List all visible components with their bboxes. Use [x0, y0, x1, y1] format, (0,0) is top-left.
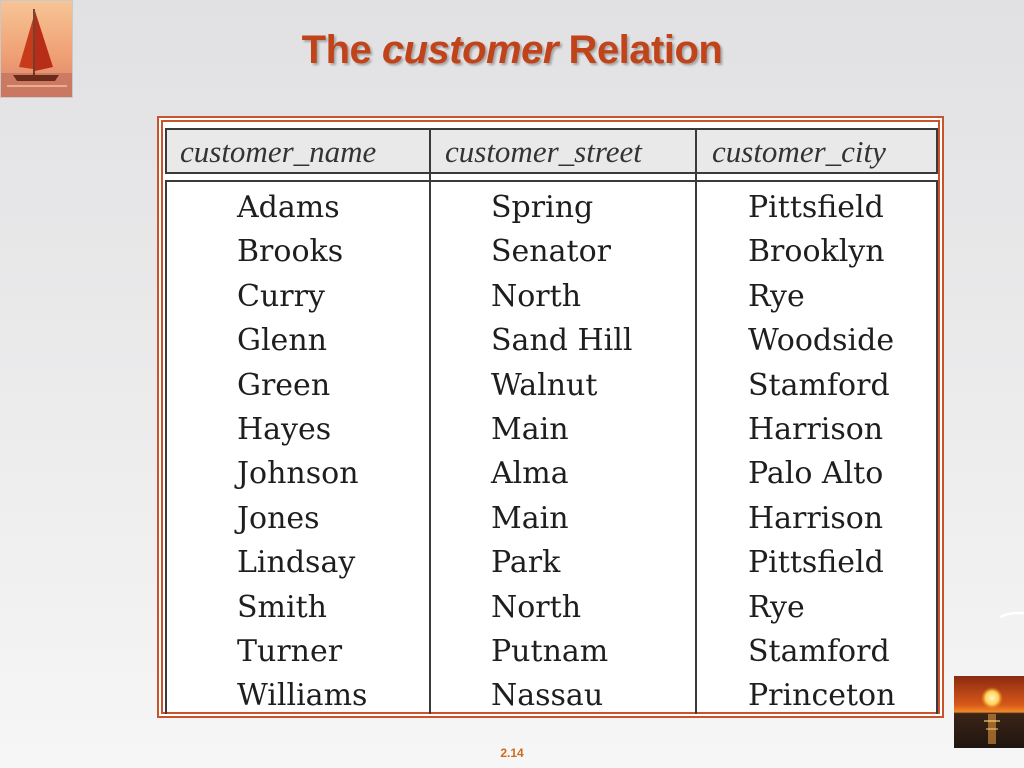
cell-customer-name: Lindsay	[237, 545, 356, 581]
cell-customer-name: Glenn	[237, 323, 327, 359]
cell-customer-city: Stamford	[748, 367, 890, 403]
title-prefix: The	[301, 28, 382, 72]
table-body	[165, 180, 938, 714]
cell-customer-name: Smith	[237, 589, 327, 625]
cell-customer-city: Harrison	[748, 500, 884, 536]
sailboat-logo	[0, 0, 73, 98]
table-header-row	[165, 128, 938, 174]
cell-customer-name: Johnson	[237, 456, 359, 492]
column-header-city: customer_city	[712, 134, 886, 169]
cell-customer-name: Hayes	[237, 412, 332, 447]
page-number: 2.14	[500, 746, 524, 760]
cell-customer-city: Rye	[748, 278, 805, 314]
cell-customer-street: Park	[491, 545, 561, 581]
title-suffix: Relation	[557, 28, 723, 72]
cell-customer-street: North	[491, 589, 582, 625]
cell-customer-street: Walnut	[491, 367, 598, 403]
cell-customer-name: Williams	[237, 678, 368, 714]
cell-customer-street: North	[491, 278, 582, 314]
column-divider	[695, 128, 697, 714]
relation-table: customer_name customer_street customer_c…	[157, 116, 944, 718]
column-divider	[429, 128, 431, 714]
column-header-name: customer_name	[180, 134, 377, 169]
cell-customer-street: Senator	[491, 234, 611, 270]
cell-customer-name: Green	[237, 367, 331, 403]
cell-customer-name: Turner	[237, 634, 343, 669]
cell-customer-city: Harrison	[748, 412, 884, 447]
cell-customer-name: Jones	[237, 500, 320, 536]
cell-customer-city: Rye	[748, 589, 805, 625]
cell-customer-street: Putnam	[491, 634, 609, 669]
title-emphasis: customer	[381, 28, 559, 72]
cell-customer-name: Brooks	[237, 234, 344, 270]
cell-customer-name: Adams	[237, 190, 340, 225]
column-header-street: customer_street	[445, 134, 642, 169]
cell-customer-city: Pittsfield	[748, 190, 884, 225]
cell-customer-name: Curry	[237, 278, 325, 314]
cell-customer-city: Pittsfield	[748, 545, 884, 581]
cell-customer-street: Main	[491, 412, 569, 447]
table-inner-border: customer_name customer_street customer_c…	[161, 120, 940, 714]
cell-customer-city: Princeton	[748, 678, 896, 714]
sunset-image	[954, 676, 1024, 748]
cell-customer-street: Nassau	[491, 678, 604, 714]
cell-customer-city: Palo Alto	[748, 456, 884, 492]
cell-customer-street: Main	[491, 500, 569, 536]
cell-customer-street: Sand Hill	[491, 323, 633, 359]
cell-customer-city: Woodside	[748, 323, 895, 359]
slide-title: The customer Relation	[0, 28, 1024, 73]
cell-customer-city: Brooklyn	[748, 234, 885, 270]
cell-customer-city: Stamford	[748, 634, 890, 669]
cell-customer-street: Spring	[491, 190, 594, 225]
decorative-curve	[999, 606, 1024, 619]
cell-customer-street: Alma	[491, 456, 569, 492]
